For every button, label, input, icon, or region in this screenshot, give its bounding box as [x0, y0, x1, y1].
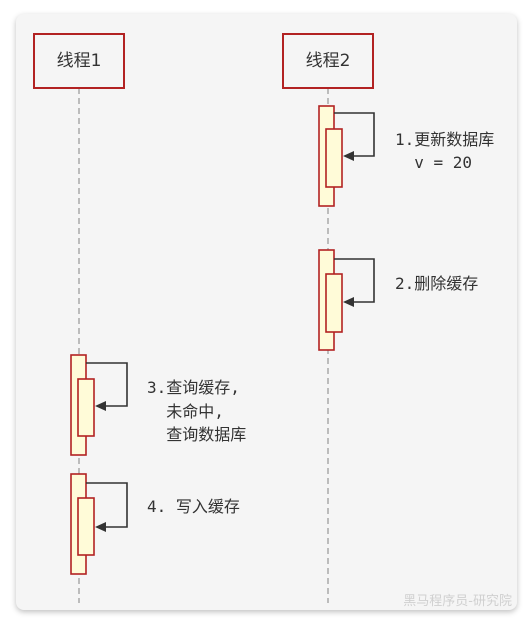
step-2: 2.删除缓存	[318, 249, 478, 351]
actor-thread1-label: 线程1	[57, 51, 102, 71]
actor-thread2: 线程2	[282, 33, 374, 89]
watermark: 黑马程序员-研究院	[403, 594, 512, 609]
activation-inner	[325, 273, 343, 333]
step-4-line-1: 4. 写入缓存	[147, 497, 240, 516]
step-3-line-1: 3.查询缓存,	[147, 378, 240, 397]
step-3: 3.查询缓存, 未命中, 查询数据库	[70, 354, 246, 456]
step-1: 1.更新数据库 v = 20	[318, 105, 494, 207]
diagram-card	[16, 14, 517, 610]
step-1-line-1: 1.更新数据库	[395, 130, 494, 149]
step-3-line-3: 查询数据库	[147, 425, 246, 444]
step-3-line-2: 未命中,	[147, 402, 224, 421]
step-1-line-2: v = 20	[395, 153, 472, 172]
actor-thread1: 线程1	[33, 33, 125, 89]
activation-inner	[325, 128, 343, 188]
activation-inner	[77, 378, 95, 437]
step-2-line-1: 2.删除缓存	[395, 274, 478, 293]
activation-inner	[77, 497, 95, 556]
actor-thread2-label: 线程2	[306, 51, 351, 71]
step-4: 4. 写入缓存	[70, 473, 240, 575]
